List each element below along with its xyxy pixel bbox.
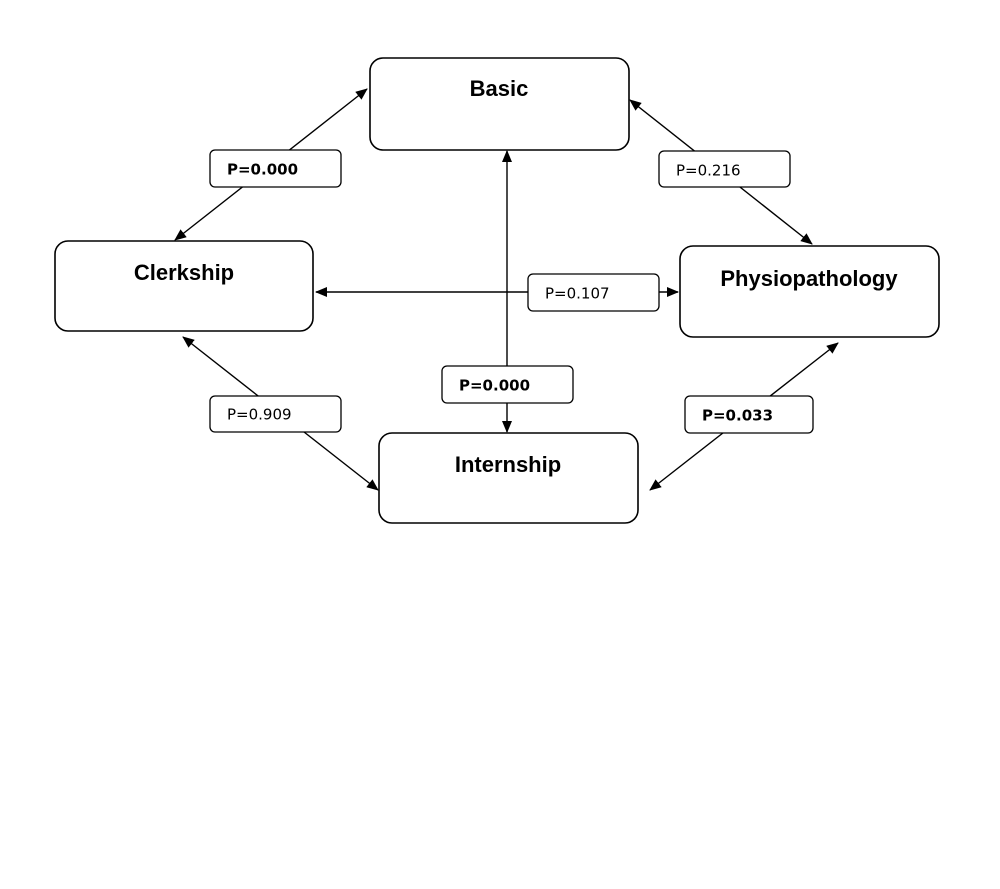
node-clerkship-box	[54, 240, 314, 332]
pvalue-physiopathology-internship: P=0.033	[684, 395, 814, 434]
pvalue-clerkship-internship: P=0.909	[209, 395, 342, 433]
pvalue-text: P=0.216	[676, 162, 741, 180]
pvalue-box	[527, 273, 660, 312]
pvalue-basic-clerkship: P=0.000	[209, 149, 342, 188]
pvalue-text: P=0.033	[702, 407, 773, 425]
node-internship: Internship	[378, 432, 639, 524]
node-internship-box	[378, 432, 639, 524]
node-physiopathology: Physiopathology	[679, 245, 940, 338]
node-internship-label: Internship	[455, 452, 561, 477]
pvalue-basic-physiopathology: P=0.216	[658, 150, 791, 188]
pvalue-text: P=0.000	[459, 377, 530, 395]
pvalue-text: P=0.000	[227, 161, 298, 179]
pvalue-text: P=0.107	[545, 285, 610, 303]
node-physiopathology-label: Physiopathology	[720, 266, 898, 291]
node-clerkship: Clerkship	[54, 240, 314, 332]
pvalue-box	[658, 150, 791, 188]
pvalue-box	[209, 149, 342, 188]
node-basic: Basic	[369, 57, 630, 151]
pvalue-box	[441, 365, 574, 404]
node-physiopathology-box	[679, 245, 940, 338]
node-basic-label: Basic	[470, 76, 529, 101]
pvalue-text: P=0.909	[227, 406, 292, 424]
node-basic-box	[369, 57, 630, 151]
pvalue-box	[684, 395, 814, 434]
node-clerkship-label: Clerkship	[134, 260, 234, 285]
pvalue-basic-internship: P=0.000	[441, 365, 574, 404]
pvalue-box	[209, 395, 342, 433]
pvalue-clerkship-physiopathology: P=0.107	[527, 273, 660, 312]
